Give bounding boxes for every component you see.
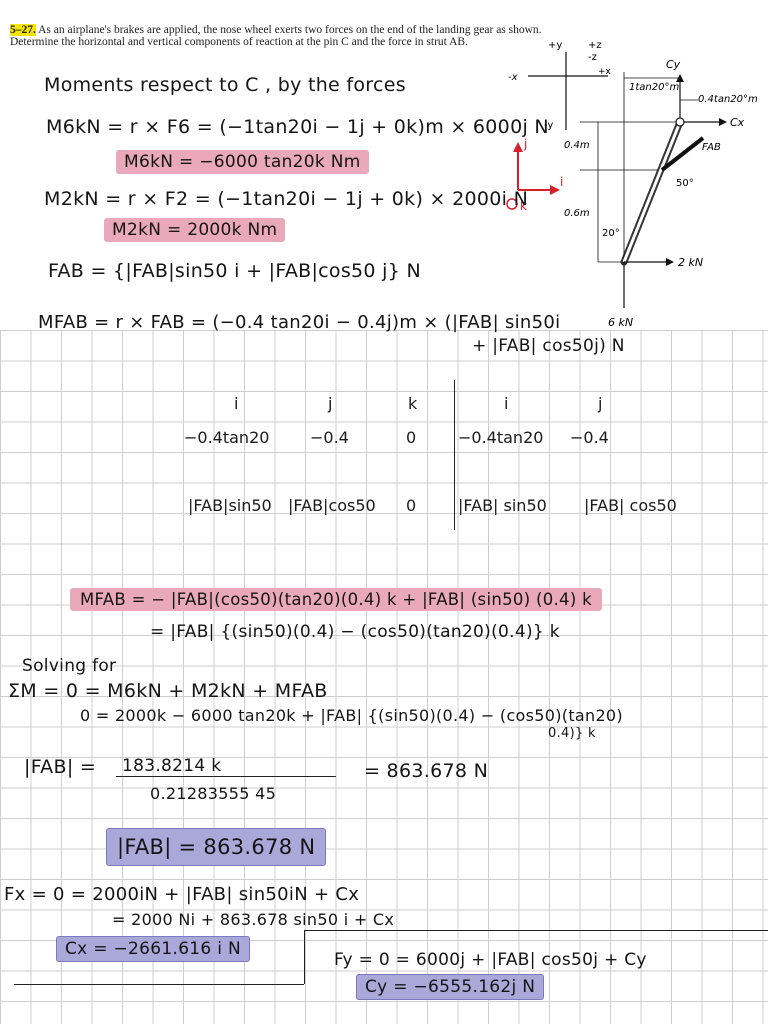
line-fab-vector: FAB = {|FAB|sin50 i + |FAB|cos50 j} N: [48, 260, 421, 282]
red-j-arrowhead: [513, 142, 523, 152]
angle-20: 20°: [602, 228, 620, 239]
axis-minus-z-label: -z: [588, 52, 597, 63]
cx-arrowhead: [719, 118, 727, 126]
red-k-circle: [506, 198, 518, 210]
matrix-divider: [454, 380, 455, 530]
axis-minus-y-label: -y: [544, 120, 553, 131]
divider-vertical: [304, 930, 305, 984]
divider-top-right: [304, 930, 768, 931]
result-m6kn: M6kN = −6000 tan20k Nm: [116, 150, 369, 174]
red-i-arrowhead: [550, 185, 560, 195]
line-sum-substituted: 0 = 2000k − 6000 tan20k + |FAB| {(sin50)…: [80, 706, 623, 725]
label-cx: Cx: [730, 116, 745, 129]
strut-ab: [660, 136, 705, 172]
problem-text: As an airplane's brakes are applied, the…: [10, 24, 542, 48]
axis-plus-z-label: +z: [588, 40, 602, 51]
matrix-r2c5: |FAB| cos50: [584, 496, 677, 515]
matrix-r1c2: −0.4: [310, 428, 349, 447]
matrix-r2c1: |FAB|sin50: [188, 496, 272, 515]
line-fab-label: |FAB| =: [24, 756, 97, 778]
fab-denominator: 0.21283555 45: [150, 784, 277, 803]
label-fab: FAB: [702, 142, 721, 153]
landing-gear-figure: +y +z -z -x +x -y j i k 1tan20°m Cy 0.4t…: [506, 40, 758, 329]
fab-numerator: 183.8214 k: [122, 756, 222, 776]
axis-plus-y-label: +y: [548, 40, 562, 51]
load-6kn: 6 kN: [608, 316, 633, 329]
matrix-r1c4: −0.4tan20: [458, 428, 544, 447]
dim-06m: 0.6m: [564, 208, 590, 219]
fab-result-inline: = 863.678 N: [364, 760, 489, 782]
line-sum-moments: ΣM = 0 = M6kN + M2kN + MFAB: [8, 680, 328, 702]
red-unit-k: k: [520, 199, 527, 213]
result-m2kn: M2kN = 2000k Nm: [104, 218, 286, 242]
problem-statement: 5–27. As an airplane's brakes are applie…: [10, 24, 550, 48]
line-fy-equation: Fy = 0 = 6000j + |FAB| cos50j + Cy: [334, 950, 647, 970]
line-moments-intro: Moments respect to C , by the forces: [44, 74, 406, 96]
matrix-header-k: k: [408, 394, 418, 413]
divider-bottom-left: [14, 984, 304, 985]
dim-04m: 0.4m: [564, 140, 590, 151]
grid-paper-background: [0, 330, 768, 1024]
result-cx: Cx = −2661.616 i N: [56, 936, 250, 962]
line-m2kn-cross: M2kN = r × F2 = (−1tan20i − 1j + 0k) × 2…: [44, 188, 529, 210]
fraction-bar: [116, 776, 336, 777]
matrix-r2c2: |FAB|cos50: [288, 496, 376, 515]
line-solving-for: Solving for: [22, 656, 117, 676]
result-fab-boxed: |FAB| = 863.678 N: [106, 828, 327, 866]
axis-minus-x-label: -x: [508, 72, 518, 83]
axis-plus-x-label: +x: [598, 67, 612, 77]
dim-04tan20: 0.4tan20°m: [698, 94, 758, 105]
matrix-header-i2: i: [504, 394, 509, 413]
matrix-r1c5: −0.4: [570, 428, 609, 447]
pin-c: [675, 117, 685, 127]
load-2kn: 2 kN: [678, 256, 703, 269]
load-2kn-arrowhead: [666, 258, 674, 266]
line-fx-substituted: = 2000 Ni + 863.678 sin50 i + Cx: [112, 910, 395, 929]
result-cy: Cy = −6555.162j N: [356, 974, 545, 1000]
line-mfab-simplified: = |FAB| {(sin50)(0.4) − (cos50)(tan20)(0…: [150, 622, 560, 642]
matrix-r1c3: 0: [406, 428, 417, 447]
red-unit-i: i: [560, 175, 563, 189]
dim-1tan20: 1tan20°m: [629, 82, 679, 93]
result-mfab: MFAB = − |FAB|(cos50)(tan20)(0.4) k + |F…: [70, 588, 602, 611]
angle-50: 50°: [676, 178, 694, 189]
matrix-header-j2: j: [598, 394, 603, 413]
red-unit-j: j: [523, 137, 527, 151]
line-sum-substituted-cont: 0.4)} k: [548, 726, 596, 741]
matrix-header-j: j: [328, 394, 333, 413]
cross-product-matrix: i j k i j −0.4tan20 −0.4 0 −0.4tan20 −0.…: [172, 380, 692, 530]
line-fx-equation: Fx = 0 = 2000iN + |FAB| sin50iN + Cx: [4, 884, 360, 905]
landing-gear-leg-inner: [622, 121, 682, 263]
matrix-header-i: i: [234, 394, 239, 413]
label-cy: Cy: [666, 58, 681, 71]
cy-arrowhead: [676, 74, 684, 82]
problem-number: 5–27.: [10, 24, 36, 36]
matrix-r2c4: |FAB| sin50: [458, 496, 547, 515]
line-m6kn-cross: M6kN = r × F6 = (−1tan20i − 1j + 0k)m × …: [46, 116, 549, 138]
line-mfab-cross: MFAB = r × FAB = (−0.4 tan20i − 0.4j)m ×…: [38, 312, 561, 333]
line-mfab-cont: + |FAB| cos50j) N: [472, 336, 625, 356]
matrix-r2c3: 0: [406, 496, 417, 515]
matrix-r1c1: −0.4tan20: [184, 428, 270, 447]
